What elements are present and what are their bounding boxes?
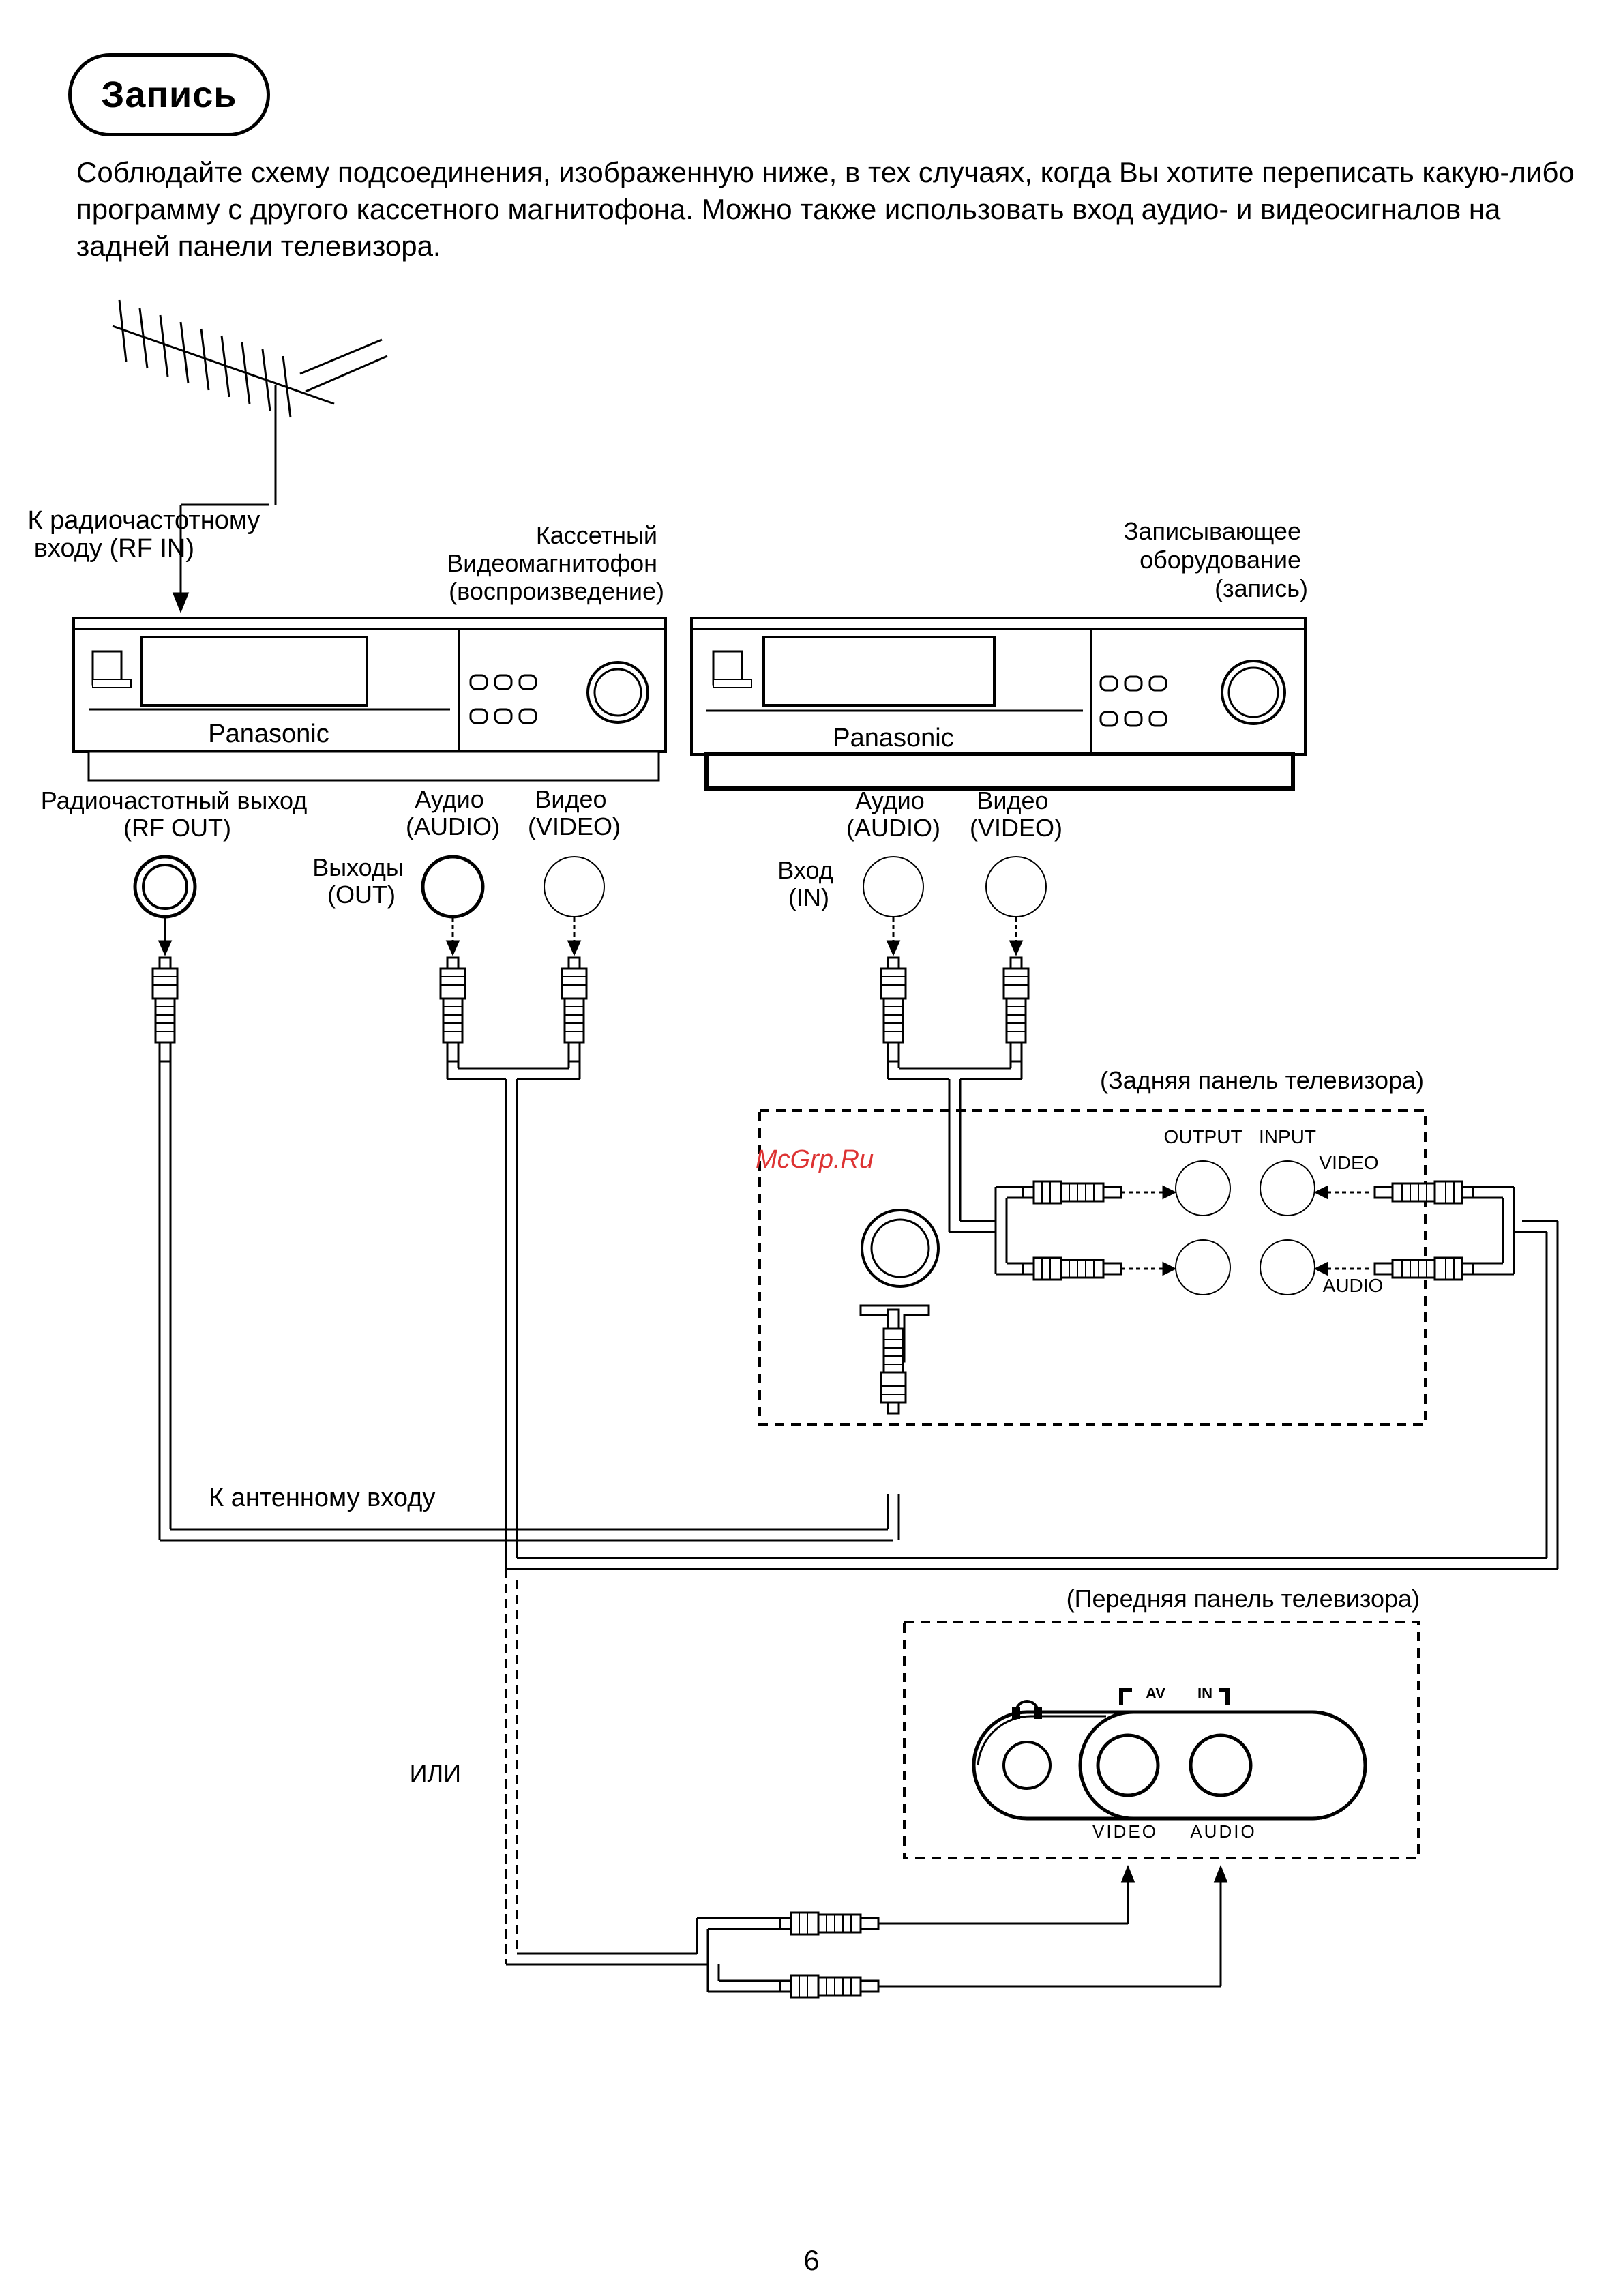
front-arrows (878, 1864, 1228, 1988)
rear-audio-label: AUDIO (1323, 1275, 1384, 1296)
video-out-plug (561, 956, 588, 1063)
front-audio-jack (1189, 1733, 1253, 1797)
rf-out-label: Радиочастотный выход (RF OUT) (41, 786, 314, 842)
vcr-record-device (690, 617, 1307, 791)
in-audio-jack (863, 856, 924, 917)
out-video-label: Видео (VIDEO) (528, 785, 621, 840)
antenna-input-plug (880, 1308, 907, 1415)
rear-output-label: OUTPUT (1163, 1126, 1242, 1147)
input-label: Вход (IN) (777, 856, 839, 911)
front-audio-label: AUDIO (1190, 1821, 1256, 1842)
antenna-input-label: К антенному входу (209, 1484, 435, 1512)
rear-input-label: INPUT (1259, 1126, 1316, 1147)
out-audio-jack (421, 855, 485, 919)
rear-video-label: VIDEO (1319, 1152, 1378, 1173)
front-audio-plug (779, 1974, 880, 1999)
rear-out-audio-plug (1022, 1256, 1122, 1281)
video-in-plug (1002, 956, 1030, 1063)
rear-antenna-jack (859, 1209, 940, 1363)
front-av-label: AV (1146, 1685, 1165, 1702)
front-video-label: VIDEO (1092, 1821, 1158, 1842)
page-number: 6 (803, 2244, 820, 2276)
vcr-playback-device (72, 617, 667, 782)
out-video-jack (544, 856, 605, 917)
rear-output-video-jack (1175, 1160, 1231, 1216)
audio-in-plug (880, 956, 907, 1063)
rear-input-audio-jack (1260, 1239, 1315, 1295)
vcr-rec-label: Записывающее оборудование (запись) (1124, 517, 1308, 602)
intro-line: задней панели телевизора. (76, 230, 441, 262)
front-video-plug (779, 1911, 880, 1936)
headphone-jack (1002, 1741, 1052, 1790)
tv-front-label: (Передняя панель телевизора) (1067, 1585, 1420, 1613)
intro-line: Соблюдайте схему подсоединения, изображе… (76, 156, 1575, 188)
cables (158, 1061, 1559, 1993)
in-video-jack (985, 856, 1047, 917)
audio-out-plug (439, 956, 466, 1063)
headphone-icon (1012, 1700, 1042, 1719)
front-in-label: IN (1197, 1685, 1212, 1702)
av-bracket (1119, 1688, 1230, 1705)
rf-out-jack (133, 855, 197, 919)
watermark: McGrp.Ru (756, 1145, 874, 1174)
rear-in-video-plug (1373, 1180, 1474, 1205)
page-title: Запись (101, 74, 237, 115)
rear-jacks (1175, 1160, 1315, 1295)
rear-in-audio-plug (1373, 1256, 1474, 1281)
rear-output-audio-jack (1175, 1239, 1231, 1295)
tv-rear-label: (Задняя панель телевизора) (1100, 1066, 1424, 1094)
in-video-label: Видео (VIDEO) (970, 786, 1062, 842)
or-label: ИЛИ (410, 1759, 461, 1787)
out-audio-label: Аудио (AUDIO) (406, 785, 500, 840)
outputs-label: Выходы (OUT) (312, 853, 411, 909)
vcr-play-brand: Panasonic (208, 720, 329, 748)
vcr-play-label: Кассетный Видеомагнитофон (воспроизведен… (447, 521, 664, 605)
antenna-icon (112, 299, 388, 614)
rear-out-video-plug (1022, 1180, 1122, 1205)
rear-input-video-jack (1260, 1160, 1315, 1216)
rf-plug (151, 956, 179, 1063)
vcr-rec-brand: Panasonic (833, 724, 953, 752)
in-audio-label: Аудио (AUDIO) (846, 786, 940, 842)
jack-to-plug-arrows (158, 917, 1024, 956)
intro-line: программу с другого кассетного магнитофо… (76, 193, 1501, 225)
tv-front-panel (903, 1621, 1420, 1859)
front-video-jack (1096, 1733, 1160, 1797)
antenna-label: К радиочастотному входу (RF IN) (27, 506, 267, 563)
intro-paragraph: Соблюдайте схему подсоединения, изображе… (76, 154, 1577, 265)
front-panel-controls (972, 1710, 1367, 1821)
rear-arrows (1121, 1185, 1371, 1276)
section-title-box: Запись (68, 53, 270, 136)
